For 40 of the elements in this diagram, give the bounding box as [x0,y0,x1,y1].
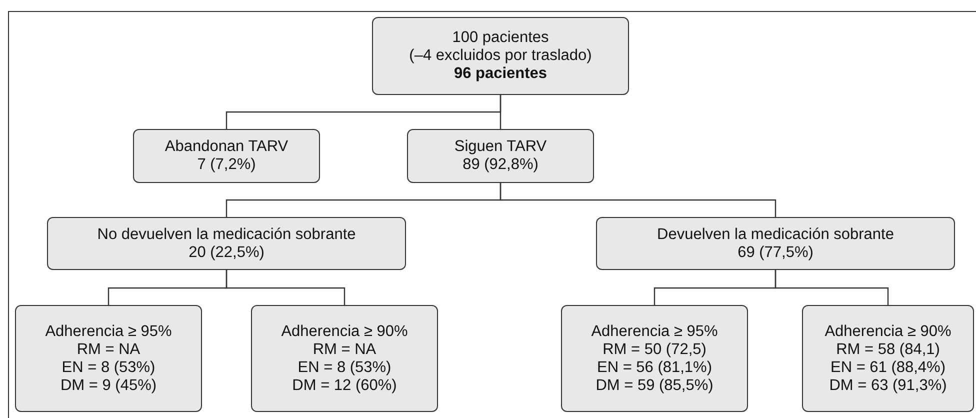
process-box [802,305,974,412]
box-text: 7 (7,2%) [197,156,256,174]
box-text: DM = 9 (45%) [60,376,157,394]
box-text: EN = 8 (53%) [62,358,156,376]
box-text: DM = 63 (91,3%) [829,376,947,394]
box-text: EN = 8 (53%) [298,358,392,376]
box-text: DM = 59 (85,5%) [596,376,714,394]
box-text: 20 (22,5%) [188,244,264,262]
box-text: EN = 56 (81,1%) [596,358,712,376]
process-box [15,305,202,412]
box-text: RM = 50 (72,5) [602,340,706,358]
box-text: 100 pacientes [452,29,549,47]
box-text: DM = 12 (60%) [292,376,397,394]
connector-line [774,270,889,305]
box-text: (–4 excluidos por traslado) [409,47,592,65]
box-text: 69 (77,5%) [738,244,814,262]
connector-line [500,95,502,129]
box-text: Adherencia ≥ 95% [45,322,172,340]
process-box [372,17,629,95]
box-text: No devuelven la medicación sobrante [97,226,356,244]
box-text: Adherencia ≥ 90% [824,322,952,340]
connector-line [500,183,776,217]
box-text: Siguen TARV [454,138,547,156]
box-text: RM = NA [312,340,376,358]
box-text: Devuelven la medicación sobrante [657,226,894,244]
process-box [596,217,955,270]
connector-line [226,270,346,305]
box-text: 96 pacientes [454,65,548,83]
box-text: EN = 61 (88,4%) [830,358,946,376]
process-box [47,217,406,270]
box-text: RM = NA [76,340,140,358]
box-text: Adherencia ≥ 95% [591,322,718,340]
process-box [251,305,438,412]
process-box [133,129,320,183]
process-box [407,129,594,183]
box-text: 89 (92,8%) [462,156,538,174]
box-text: RM = 58 (84,1) [836,340,940,358]
box-text: Abandonan TARV [164,138,288,156]
box-text: Adherencia ≥ 90% [281,322,408,340]
process-box [561,305,748,412]
